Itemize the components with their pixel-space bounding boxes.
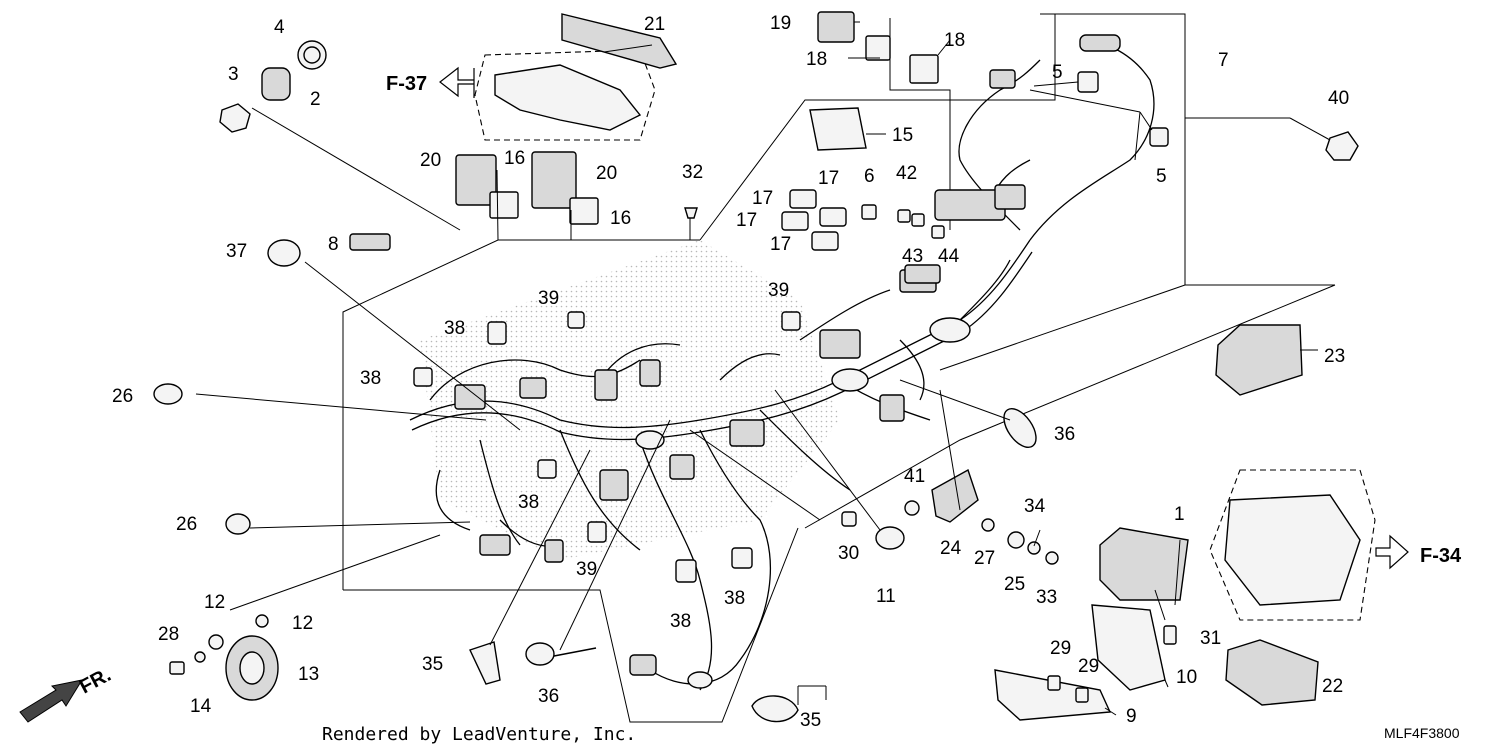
part-label[interactable]: 36 <box>1054 424 1075 445</box>
part-label[interactable]: 21 <box>644 14 665 35</box>
main-wire-harness <box>409 34 1155 691</box>
part-label[interactable]: 30 <box>838 543 859 564</box>
part-label[interactable]: 18 <box>806 49 827 70</box>
ref-f34[interactable]: F-34 <box>1420 545 1462 567</box>
part-label[interactable]: 37 <box>226 241 247 262</box>
part-label[interactable]: 36 <box>538 686 559 707</box>
part-label[interactable]: 13 <box>298 664 319 685</box>
part-label[interactable]: 31 <box>1200 628 1221 649</box>
part-label[interactable]: 10 <box>1176 667 1197 688</box>
part-label[interactable]: 20 <box>596 163 617 184</box>
part-label[interactable]: 18 <box>944 30 965 51</box>
part-label[interactable]: 8 <box>328 234 339 255</box>
part-label[interactable]: 22 <box>1322 676 1343 697</box>
part-label[interactable]: 43 <box>902 246 923 267</box>
part-label[interactable]: 29 <box>1050 638 1071 659</box>
part-label[interactable]: 17 <box>770 234 791 255</box>
part-label[interactable]: 24 <box>940 538 962 559</box>
part-label[interactable]: 34 <box>1024 496 1046 517</box>
part-label[interactable]: 38 <box>360 368 381 389</box>
part-label[interactable]: 12 <box>204 592 225 613</box>
front-arrow <box>19 679 84 723</box>
f37-arrow <box>439 66 475 98</box>
part-label[interactable]: 39 <box>576 559 597 580</box>
part-label[interactable]: 32 <box>682 162 703 183</box>
part-label[interactable]: 42 <box>896 163 917 184</box>
part-label[interactable]: 3 <box>228 64 239 85</box>
part-label[interactable]: 38 <box>444 318 465 339</box>
front-direction-label: FR. <box>76 664 115 699</box>
f34-arrow <box>1375 534 1409 570</box>
leader-lines <box>195 21 1331 716</box>
part-label[interactable]: 7 <box>1218 50 1229 71</box>
part-label[interactable]: 12 <box>292 613 313 634</box>
part-label[interactable]: 25 <box>1004 574 1025 595</box>
stipple-area <box>420 240 840 560</box>
part-label[interactable]: 9 <box>1126 706 1137 727</box>
part-label[interactable]: 16 <box>610 208 631 229</box>
part-label[interactable]: 38 <box>670 611 691 632</box>
ref-f37[interactable]: F-37 <box>386 73 427 95</box>
part-label[interactable]: 38 <box>518 492 539 513</box>
part-label[interactable]: 15 <box>892 125 913 146</box>
footer-credit: Rendered by LeadVenture, Inc. <box>322 724 636 745</box>
dashed-box-f34 <box>1209 469 1376 621</box>
part-label[interactable]: 35 <box>422 654 443 675</box>
part-label[interactable]: 23 <box>1324 346 1345 367</box>
part-label[interactable]: 17 <box>736 210 757 231</box>
part-label[interactable]: 38 <box>724 588 745 609</box>
part-label[interactable]: 20 <box>420 150 441 171</box>
part-shapes <box>153 11 1361 723</box>
part-label[interactable]: 33 <box>1036 587 1057 608</box>
part-number-labels: 1 2 3 4 5 5 6 7 8 9 10 11 12 12 13 14 15… <box>112 13 1349 731</box>
part-label[interactable]: 44 <box>938 246 960 267</box>
diagram-code: MLF4F3800 <box>1384 725 1460 741</box>
part-label[interactable]: 5 <box>1052 62 1063 83</box>
part-label[interactable]: 29 <box>1078 656 1099 677</box>
part-label[interactable]: 6 <box>864 166 875 187</box>
part-label[interactable]: 2 <box>310 89 321 110</box>
part-label[interactable]: 19 <box>770 13 791 34</box>
part-label[interactable]: 28 <box>158 624 179 645</box>
part-label[interactable]: 26 <box>112 386 133 407</box>
part-label[interactable]: 39 <box>538 288 559 309</box>
part-label[interactable]: 17 <box>818 168 839 189</box>
part-label[interactable]: 16 <box>504 148 525 169</box>
part-label[interactable]: 1 <box>1174 504 1185 525</box>
part-label[interactable]: 14 <box>190 696 212 717</box>
part-label[interactable]: 39 <box>768 280 789 301</box>
part-label[interactable]: 5 <box>1156 166 1167 187</box>
part-label[interactable]: 35 <box>800 710 821 731</box>
part-label[interactable]: 4 <box>274 17 285 38</box>
part-label[interactable]: 17 <box>752 188 773 209</box>
part-label[interactable]: 41 <box>904 466 925 487</box>
part-label[interactable]: 26 <box>176 514 197 535</box>
part-label[interactable]: 11 <box>876 586 896 607</box>
part-label[interactable]: 40 <box>1328 88 1349 109</box>
part-label[interactable]: 27 <box>974 548 995 569</box>
